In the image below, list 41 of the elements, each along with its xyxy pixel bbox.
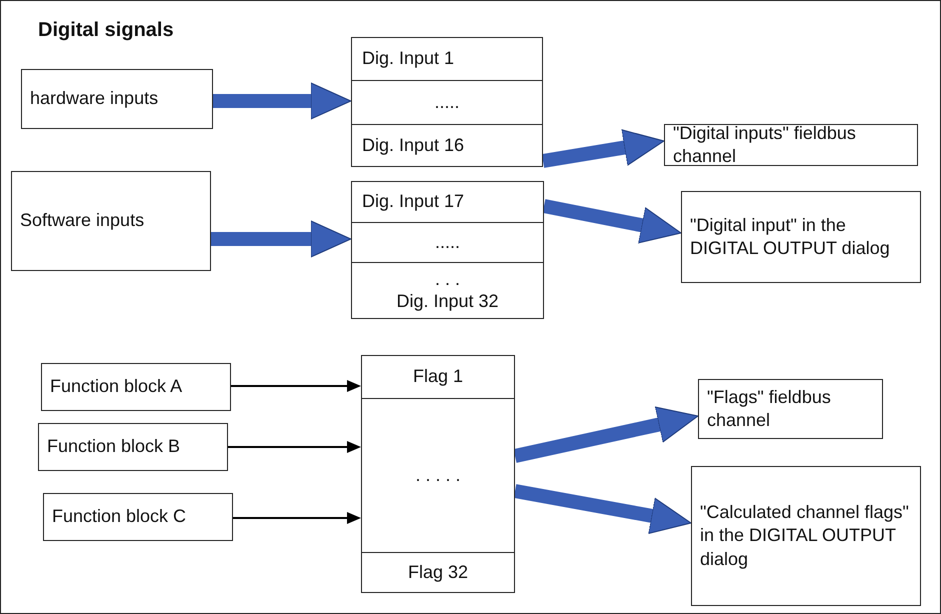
- node-text: Dig. Input 1: [362, 48, 454, 70]
- diagram-title: Digital signals: [38, 19, 174, 42]
- node-text: Dig. Input 32: [396, 290, 499, 312]
- text-box: [11, 171, 211, 271]
- node-text: "Digital inputs" fieldbus channel: [673, 122, 857, 168]
- text-box: [21, 69, 213, 129]
- text-box: [41, 363, 231, 411]
- node-text: "Calculated channel flags" in the DIGITAL OUTPUT dialog: [700, 500, 910, 571]
- node-text: "Flags" fieldbus channel: [707, 386, 832, 432]
- arrow: [542, 129, 664, 168]
- node-text: Flag 1: [412, 366, 464, 388]
- arrow: [231, 380, 361, 392]
- arrow: [211, 220, 352, 258]
- text-box: [38, 423, 228, 471]
- node-text: Dig. Input 16: [362, 134, 464, 156]
- arrow: [514, 406, 698, 463]
- node-text: Function block B: [47, 435, 182, 458]
- node-text: . . . . .: [415, 464, 460, 486]
- node-text: . . .: [434, 268, 460, 290]
- text-box: [698, 379, 883, 439]
- text-box: [664, 124, 918, 166]
- arrow: [213, 82, 352, 120]
- text-box: [681, 191, 921, 283]
- register-stack: [351, 37, 543, 167]
- node-text: Function block C: [52, 505, 188, 528]
- text-box: [691, 466, 921, 606]
- arrow: [233, 512, 361, 524]
- arrow: [228, 441, 361, 453]
- node-text: "Digital input" in the DIGITAL OUTPUT dialog: [690, 214, 891, 260]
- text-box: [43, 493, 233, 541]
- arrow: [542, 199, 682, 244]
- node-text: Flag 32: [408, 562, 468, 584]
- node-text: Software inputs: [20, 209, 146, 232]
- node-text: Dig. Input 17: [362, 191, 464, 213]
- arrow: [514, 484, 692, 534]
- node-text: Function block A: [50, 375, 184, 398]
- register-stack: [361, 355, 515, 593]
- node-text: .....: [434, 92, 460, 114]
- node-text: .....: [434, 232, 460, 254]
- register-stack: [351, 181, 544, 319]
- node-text: hardware inputs: [30, 87, 160, 110]
